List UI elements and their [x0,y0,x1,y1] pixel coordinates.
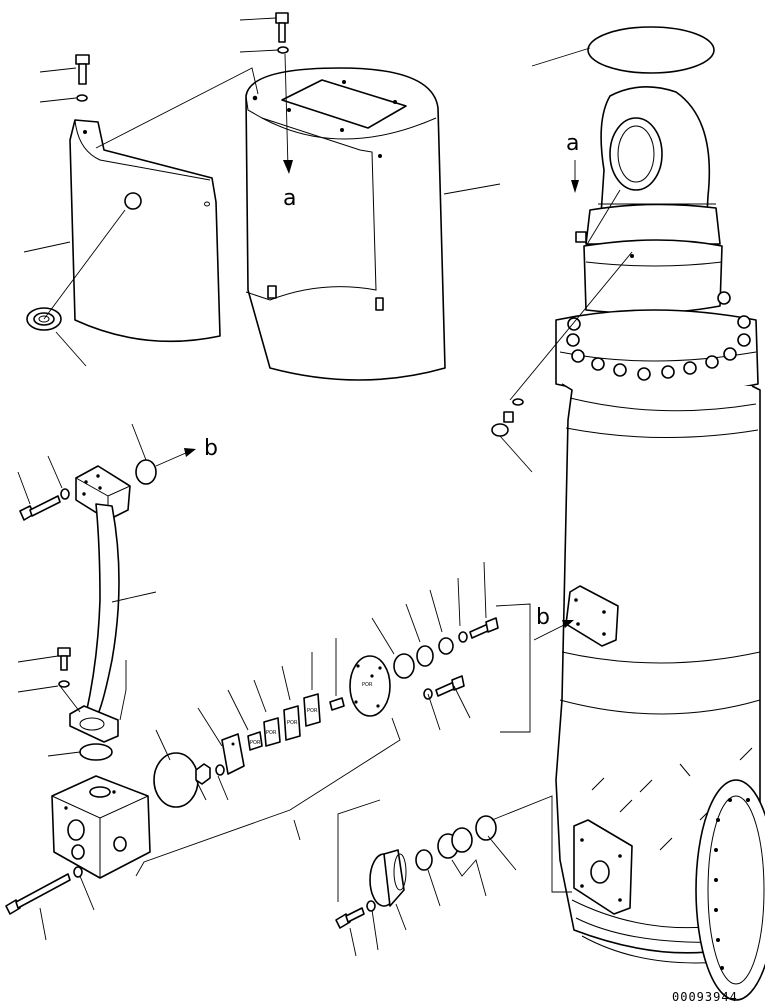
upper-bolt-washer [458,631,468,643]
label-a-top: a [283,186,296,211]
shim-plate-5: POR [303,693,321,727]
label-b-right: b [536,605,550,630]
pipe-top-washer [60,488,70,500]
shim-plate-1 [221,733,245,775]
port-o-ring-2 [475,815,497,841]
tube-port-block-lower [573,819,633,915]
shim-plate-4: POR [283,705,301,741]
port-o-ring-small [415,849,433,871]
cover-plate: POR [349,655,391,717]
cylinder-rod-eye [598,86,716,233]
grease-fitting [491,398,524,437]
pipe-bottom-flange [69,705,119,743]
port-flange [369,849,407,907]
top-cover-bolt [275,12,289,43]
label-a-right: a [566,131,579,156]
left-half-cover [69,119,221,343]
arrow-b-left-line [155,451,189,467]
svg-text:POR: POR [250,740,261,746]
plate-washer-1 [393,653,415,679]
valve-block [51,775,151,879]
label-b-left: b [204,436,218,461]
flange-bolts [566,291,751,381]
pipe-lower-washer [58,680,70,688]
arrow-b-right-head [562,620,574,628]
upper-plate-bolt [469,617,499,639]
left-cover-bolt [75,54,90,85]
top-cover-washer [277,46,289,54]
cylinder-gland [575,203,723,314]
dowel-pin [329,697,345,711]
arrow-b-left-head [184,448,196,457]
shim-plate-3: POR [263,717,281,747]
svg-text:POR: POR [307,708,318,714]
plate-washer-3 [438,637,454,655]
cylinder-bottom-trunnion [695,779,765,1001]
valve-o-ring [153,752,199,808]
plate-washer-2 [416,645,434,667]
o-ring-block [79,743,113,761]
valve-bolt-washer [73,866,83,878]
left-cover-washer [76,94,88,102]
pipe-o-ring-b [135,459,157,485]
arrow-b-right-line [533,623,567,641]
leader-lines [17,17,633,957]
drawing-code: 00093944 [672,990,738,1004]
shim-plate-2: POR [247,731,263,751]
hydraulic-pipe [85,503,120,715]
hex-nut [195,763,211,785]
lower-plate-bolt [435,675,465,697]
o-ring-top [587,26,715,74]
svg-text:POR: POR [287,720,298,726]
port-bolt [335,907,365,929]
pipe-lower-bolt [57,647,71,671]
port-bolt-washer [366,900,376,912]
arrow-a-top-line [284,53,289,169]
pipe-flange-block [75,465,131,521]
small-washer [215,764,225,776]
arrow-a-top-head [283,160,293,174]
svg-text:POR: POR [362,682,373,688]
pipe-top-bolt [19,495,61,521]
main-cylinder-cover [245,67,446,381]
cylinder-flange [555,291,759,396]
svg-text:POR: POR [266,730,277,736]
arrow-a-right-head [571,180,579,193]
valve-long-bolt [5,873,71,915]
port-o-ring-1 [451,827,473,853]
